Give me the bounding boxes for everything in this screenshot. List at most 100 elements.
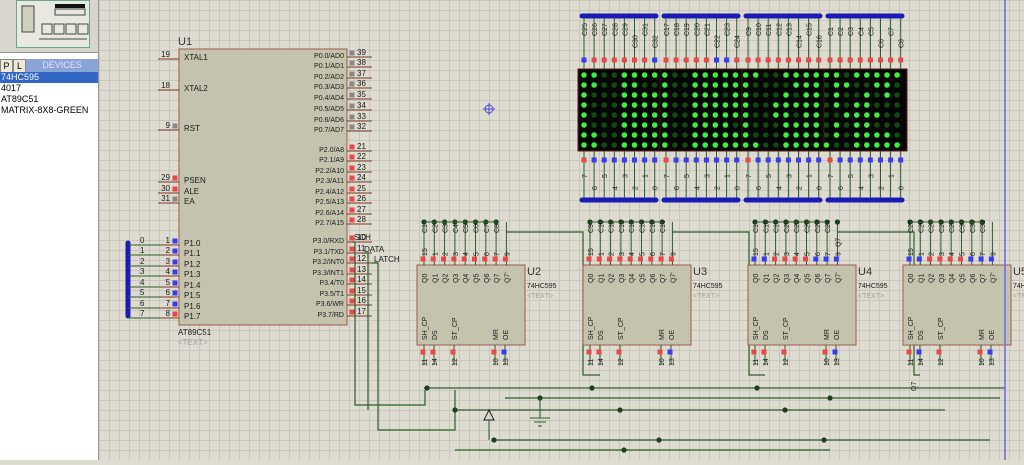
sr-pin-name: MR — [824, 329, 831, 340]
sr-pin-name: Q3 — [939, 274, 946, 283]
led-dot — [641, 82, 648, 88]
junction-dot — [491, 437, 497, 443]
pin-marker — [751, 349, 757, 355]
pin-marker — [847, 57, 853, 63]
mcu-pin-name: P1.4 — [184, 281, 201, 290]
bus-label: 3 — [140, 267, 145, 276]
led-dot — [722, 122, 729, 128]
mcu-pin-name: P3.1/TXD — [314, 249, 344, 256]
device-item-74hc595[interactable]: 74HC595 — [0, 72, 98, 83]
pin-marker — [349, 186, 355, 192]
mcu-pin-num: 33 — [357, 112, 366, 121]
led-dot — [621, 92, 628, 98]
mcu-pin-num: 24 — [357, 173, 366, 182]
led-dot — [783, 112, 789, 118]
pin-marker — [642, 157, 648, 163]
led-dot — [823, 82, 830, 88]
sr-pin-name: Q3 — [453, 274, 460, 283]
device-item-4017[interactable]: 4017 — [1, 83, 22, 93]
sr-part: 74HC595 — [858, 283, 888, 290]
pin-marker — [668, 256, 674, 262]
overview-window[interactable] — [0, 0, 98, 53]
sr-pin-num: 9 — [835, 252, 842, 256]
sr-pin-num: 12 — [618, 358, 625, 366]
shift-register-body[interactable] — [416, 264, 526, 346]
led-dot — [894, 112, 900, 118]
shift-register-body[interactable] — [902, 264, 1012, 346]
mcu-pin-num: 5 — [166, 278, 171, 287]
led-dot — [874, 102, 880, 108]
led-dot — [773, 82, 779, 88]
led-dot — [702, 112, 708, 118]
mcu-pin-name: P0.0/AD0 — [314, 53, 344, 60]
mcu-pin-num: 13 — [357, 265, 366, 274]
sr-pin-name: DS — [598, 330, 605, 340]
wire-data[interactable] — [362, 252, 369, 410]
led-dot — [692, 102, 698, 108]
u5-ds-label: Q7 — [911, 382, 918, 391]
sr-output-net: C8 — [494, 224, 501, 233]
pin-marker — [611, 57, 617, 63]
pin-marker — [658, 256, 664, 262]
sr-pin-name: Q4 — [949, 274, 956, 283]
library-button[interactable]: L — [13, 59, 26, 73]
matrix-row-label: 4 — [858, 186, 865, 190]
shift-register-body[interactable] — [582, 264, 692, 346]
led-dot — [793, 132, 799, 138]
mcu-pin-num: 18 — [161, 81, 170, 90]
sr-pin-name: SH_CP — [908, 316, 915, 340]
matrix-row-label: 2 — [797, 186, 804, 190]
device-item-at89c51[interactable]: AT89C51 — [1, 94, 39, 104]
device-item-matrix-8x8-green[interactable]: MATRIX-8X8-GREEN — [1, 105, 89, 115]
sr-pin-num: 1 — [432, 252, 439, 256]
mcu-pin-num: 19 — [161, 50, 170, 59]
led-dot — [621, 112, 628, 118]
led-dot — [732, 92, 739, 98]
led-dot — [813, 122, 820, 128]
mcu-pin-num: 37 — [357, 69, 366, 78]
pin-marker — [472, 256, 477, 262]
overview-viewport[interactable] — [16, 0, 90, 48]
led-dot — [631, 92, 638, 98]
led-dot — [651, 82, 658, 88]
led-dot — [591, 122, 597, 128]
led-dot — [662, 122, 668, 128]
led-dot — [833, 72, 840, 78]
led-dot — [894, 82, 900, 88]
mcu-body[interactable] — [178, 48, 348, 326]
mcu-pin-num: 12 — [357, 254, 366, 263]
led-dot — [641, 132, 648, 138]
led-dot — [793, 102, 799, 108]
matrix-row-label: 1 — [725, 174, 732, 178]
led-dot — [763, 142, 769, 148]
led-dot — [712, 122, 719, 128]
led-dot — [853, 112, 860, 118]
sr-part: 74HC595 — [1013, 283, 1024, 290]
pick-button[interactable]: P — [0, 59, 13, 73]
pin-marker — [172, 311, 178, 317]
shift-register-body[interactable] — [747, 264, 857, 346]
sr-output-net: C2 — [432, 224, 439, 233]
led-dot — [823, 122, 830, 128]
device-list[interactable]: 74HC595 4017 AT89C51 MATRIX-8X8-GREEN — [0, 72, 98, 116]
pin-marker — [607, 256, 613, 262]
matrix-row-label: 1 — [643, 174, 650, 178]
sr-q7s-net: Q7 — [835, 238, 842, 247]
sr-pin-num: 7 — [980, 252, 987, 256]
sr-pin-num: 9 — [990, 252, 997, 256]
led-dot — [752, 132, 759, 138]
led-dot — [692, 112, 698, 118]
pin-marker — [792, 256, 798, 262]
matrix-row-label: 3 — [868, 174, 875, 178]
matrix-col-label: C30 — [633, 35, 640, 48]
bus-label: 6 — [140, 299, 145, 308]
led-dot — [803, 82, 809, 88]
mcu-pin-name: P0.5/AD5 — [314, 106, 344, 113]
led-dot — [651, 132, 658, 138]
led-dot — [843, 82, 850, 88]
mcu-pin-name: P2.5/A13 — [315, 199, 344, 206]
wire-sch[interactable] — [352, 241, 426, 406]
sr-pin-name: DS — [918, 330, 925, 340]
wire-latch[interactable] — [372, 262, 456, 431]
